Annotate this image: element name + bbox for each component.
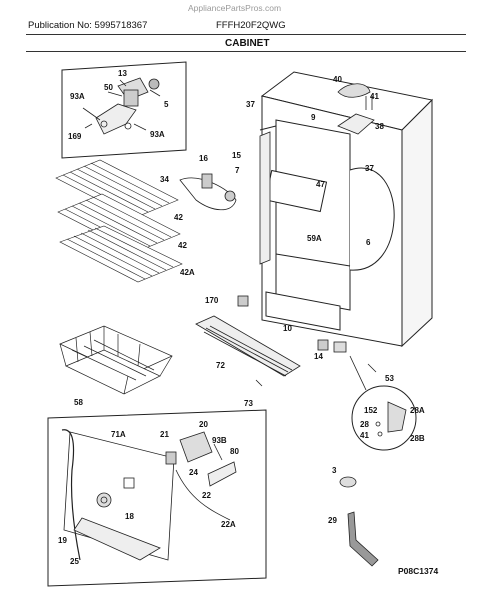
figure-code: P08C1374 xyxy=(398,566,439,576)
callout-58: 58 xyxy=(74,398,83,407)
shelf-bottom xyxy=(59,225,183,283)
callout-28b: 28B xyxy=(410,434,425,443)
control-detail-inset xyxy=(47,409,267,587)
leveling-leg xyxy=(339,476,379,567)
top-hinge-parts xyxy=(337,83,375,135)
title-rule xyxy=(26,51,466,52)
wire-basket xyxy=(59,325,173,395)
callout-41-circle: 41 xyxy=(360,431,369,440)
circle-detail-inset xyxy=(349,355,417,451)
callout-50: 50 xyxy=(104,83,113,92)
callout-37-right: 37 xyxy=(365,164,374,173)
callout-34: 34 xyxy=(160,175,169,184)
callout-28a: 28A xyxy=(410,406,425,415)
door-trim xyxy=(179,131,271,265)
cabinet-body xyxy=(259,71,434,348)
callout-3: 3 xyxy=(332,466,337,475)
callout-53: 53 xyxy=(385,374,394,383)
callout-21: 21 xyxy=(160,430,169,439)
callout-42a: 42A xyxy=(180,268,195,277)
callout-22a: 22A xyxy=(221,520,236,529)
callout-15: 15 xyxy=(232,151,241,160)
callout-25: 25 xyxy=(70,557,79,566)
callout-93b: 93B xyxy=(212,436,227,445)
callout-42-top: 42 xyxy=(174,213,183,222)
callout-13: 13 xyxy=(118,69,127,78)
callout-47: 47 xyxy=(316,180,325,189)
callout-22: 22 xyxy=(202,491,211,500)
callout-28: 28 xyxy=(360,420,369,429)
callout-41-top: 41 xyxy=(370,92,379,101)
callout-152: 152 xyxy=(364,406,378,415)
watermark: AppliancePartsPros.com xyxy=(188,3,282,13)
kickplate xyxy=(195,295,301,377)
callout-5: 5 xyxy=(164,100,169,109)
wire-shelves xyxy=(55,159,183,283)
callout-9: 9 xyxy=(311,113,316,122)
callout-29: 29 xyxy=(328,516,337,525)
callout-6: 6 xyxy=(366,238,371,247)
callout-20: 20 xyxy=(199,420,208,429)
hinge-detail-inset xyxy=(61,61,187,159)
callout-42-middle: 42 xyxy=(178,241,187,250)
model-number: FFFH20F2QWG xyxy=(216,20,286,31)
callout-24: 24 xyxy=(189,468,198,477)
callout-18: 18 xyxy=(125,512,134,521)
leveling-parts xyxy=(255,339,377,387)
callout-170: 170 xyxy=(205,296,219,305)
callout-10: 10 xyxy=(283,324,292,333)
callout-7: 7 xyxy=(235,166,240,175)
callout-93a-top: 93A xyxy=(70,92,85,101)
callout-16: 16 xyxy=(199,154,208,163)
callout-59a: 59A xyxy=(307,234,322,243)
callout-93a-bottom: 93A xyxy=(150,130,165,139)
callout-38: 38 xyxy=(375,122,384,131)
callout-14: 14 xyxy=(314,352,323,361)
callout-73: 73 xyxy=(244,399,253,408)
callout-72: 72 xyxy=(216,361,225,370)
callout-40: 40 xyxy=(333,75,342,84)
callout-80: 80 xyxy=(230,447,239,456)
publication-number: Publication No: 5995718367 xyxy=(28,20,148,31)
callout-19: 19 xyxy=(58,536,67,545)
callout-169: 169 xyxy=(68,132,82,141)
callout-71a: 71A xyxy=(111,430,126,439)
header-rule xyxy=(26,34,466,35)
callout-37-top: 37 xyxy=(246,100,255,109)
section-title: CABINET xyxy=(225,38,270,49)
